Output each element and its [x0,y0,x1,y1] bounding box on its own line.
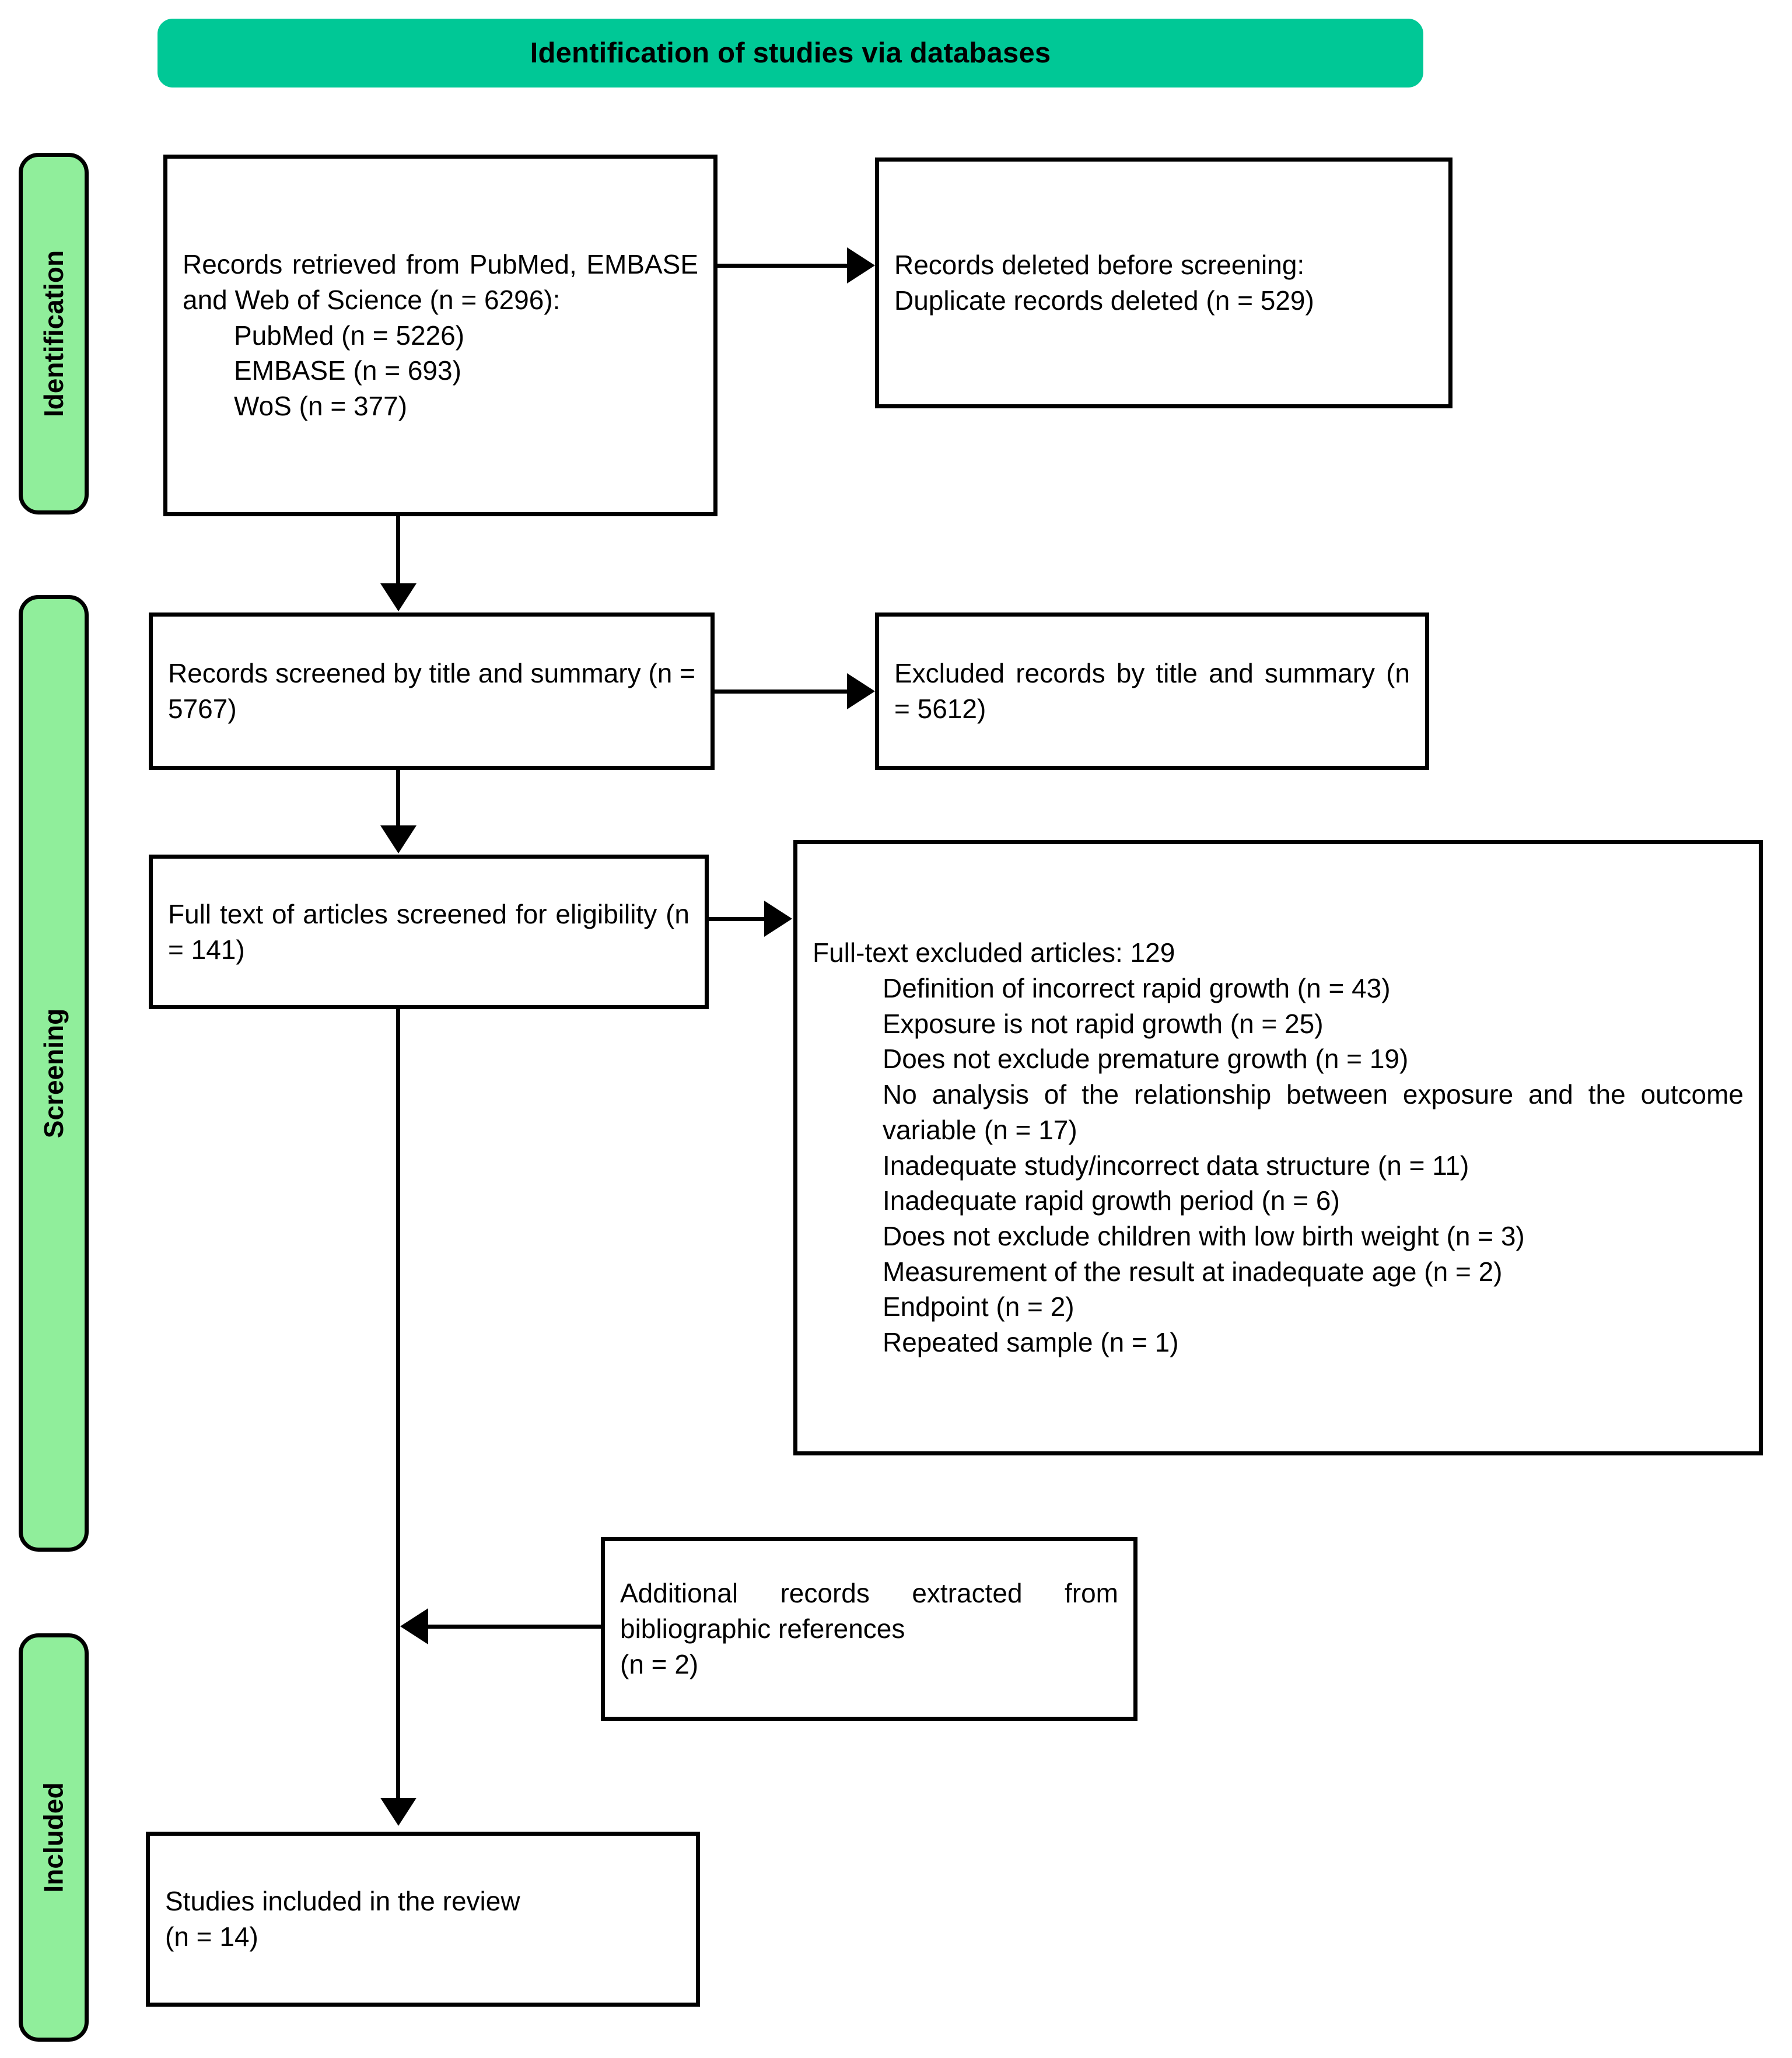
connector-additional-to-spine [426,1625,601,1629]
exclusion-reason: Definition of incorrect rapid growth (n … [883,972,1391,1003]
connector-retrieved-to-screened [396,516,400,585]
records-deleted-duplicates: Duplicate records deleted (n = 529) [894,285,1314,316]
studies-included-text: Studies included in the review [165,1886,520,1917]
stage-bar-identification: Identification [19,153,89,514]
exclusion-reason: Does not exclude children with low birth… [883,1220,1525,1251]
exclusion-reason: Does not exclude premature growth (n = 1… [883,1044,1409,1074]
records-deleted-headline: Records deleted before screening: [894,250,1305,281]
stage-bar-included: Included [19,1633,89,2042]
records-retrieved-source-wos: WoS (n = 377) [234,391,408,422]
additional-records-count: (n = 2) [620,1648,699,1679]
arrowhead-additional-to-spine [400,1608,428,1644]
arrowhead-retrieved-to-screened [380,583,416,611]
stage-label-screening: Screening [38,1008,69,1139]
records-retrieved-headline: Records retrieved from PubMed, EMBASE an… [183,249,698,315]
box-studies-included: Studies included in the review (n = 14) [146,1832,700,2007]
records-screened-text: Records screened by title and summary (n… [168,658,695,724]
fulltext-excluded-title: Full-text excluded articles: 129 [813,937,1175,968]
diagram-header-banner: Identification of studies via databases [158,19,1423,88]
stage-label-included: Included [38,1782,69,1893]
exclusion-reason: Inadequate rapid growth period (n = 6) [883,1185,1340,1216]
stage-bar-screening: Screening [19,595,89,1552]
connector-retrieved-to-deleted [718,264,849,268]
diagram-title: Identification of studies via databases [530,37,1051,69]
exclusion-reason: Exposure is not rapid growth (n = 25) [883,1008,1324,1039]
records-retrieved-source-pubmed: PubMed (n = 5226) [234,320,465,351]
arrowhead-fulltext-to-included [380,1798,416,1826]
fulltext-screened-text: Full text of articles screened for eligi… [168,898,690,965]
box-records-retrieved: Records retrieved from PubMed, EMBASE an… [163,155,718,516]
box-records-deleted-before-screening: Records deleted before screening: Duplic… [875,158,1452,408]
exclusion-reason: Inadequate study/incorrect data structur… [883,1150,1469,1181]
exclusion-reason: Measurement of the result at inadequate … [883,1256,1503,1287]
arrowhead-fulltext-to-excluded [764,901,792,937]
arrowhead-retrieved-to-deleted [847,247,875,284]
arrowhead-screened-to-fulltext [380,825,416,853]
box-records-screened: Records screened by title and summary (n… [149,612,715,770]
exclusion-reason: Repeated sample (n = 1) [883,1327,1179,1358]
exclusion-reason: No analysis of the relationship between … [883,1079,1744,1145]
stage-label-identification: Identification [38,250,69,418]
fulltext-excluded-reason-list: Definition of incorrect rapid growth (n … [813,971,1744,1360]
connector-screened-to-excluded [715,690,849,694]
exclusion-reason: Endpoint (n = 2) [883,1292,1074,1322]
box-fulltext-excluded-articles: Full-text excluded articles: 129 Definit… [793,840,1763,1455]
box-fulltext-screened-eligibility: Full text of articles screened for eligi… [149,855,709,1009]
records-retrieved-source-embase: EMBASE (n = 693) [234,355,461,386]
arrowhead-screened-to-excluded [847,673,875,709]
box-additional-records: Additional records extracted from biblio… [601,1537,1138,1721]
connector-fulltext-to-included [396,1009,400,1800]
connector-fulltext-to-excluded [709,917,766,921]
connector-screened-to-fulltext [396,770,400,828]
studies-included-count: (n = 14) [165,1922,258,1952]
box-records-excluded: Excluded records by title and summary (n… [875,612,1429,770]
additional-records-text: Additional records extracted from biblio… [620,1578,1118,1644]
records-excluded-text: Excluded records by title and summary (n… [894,658,1410,724]
